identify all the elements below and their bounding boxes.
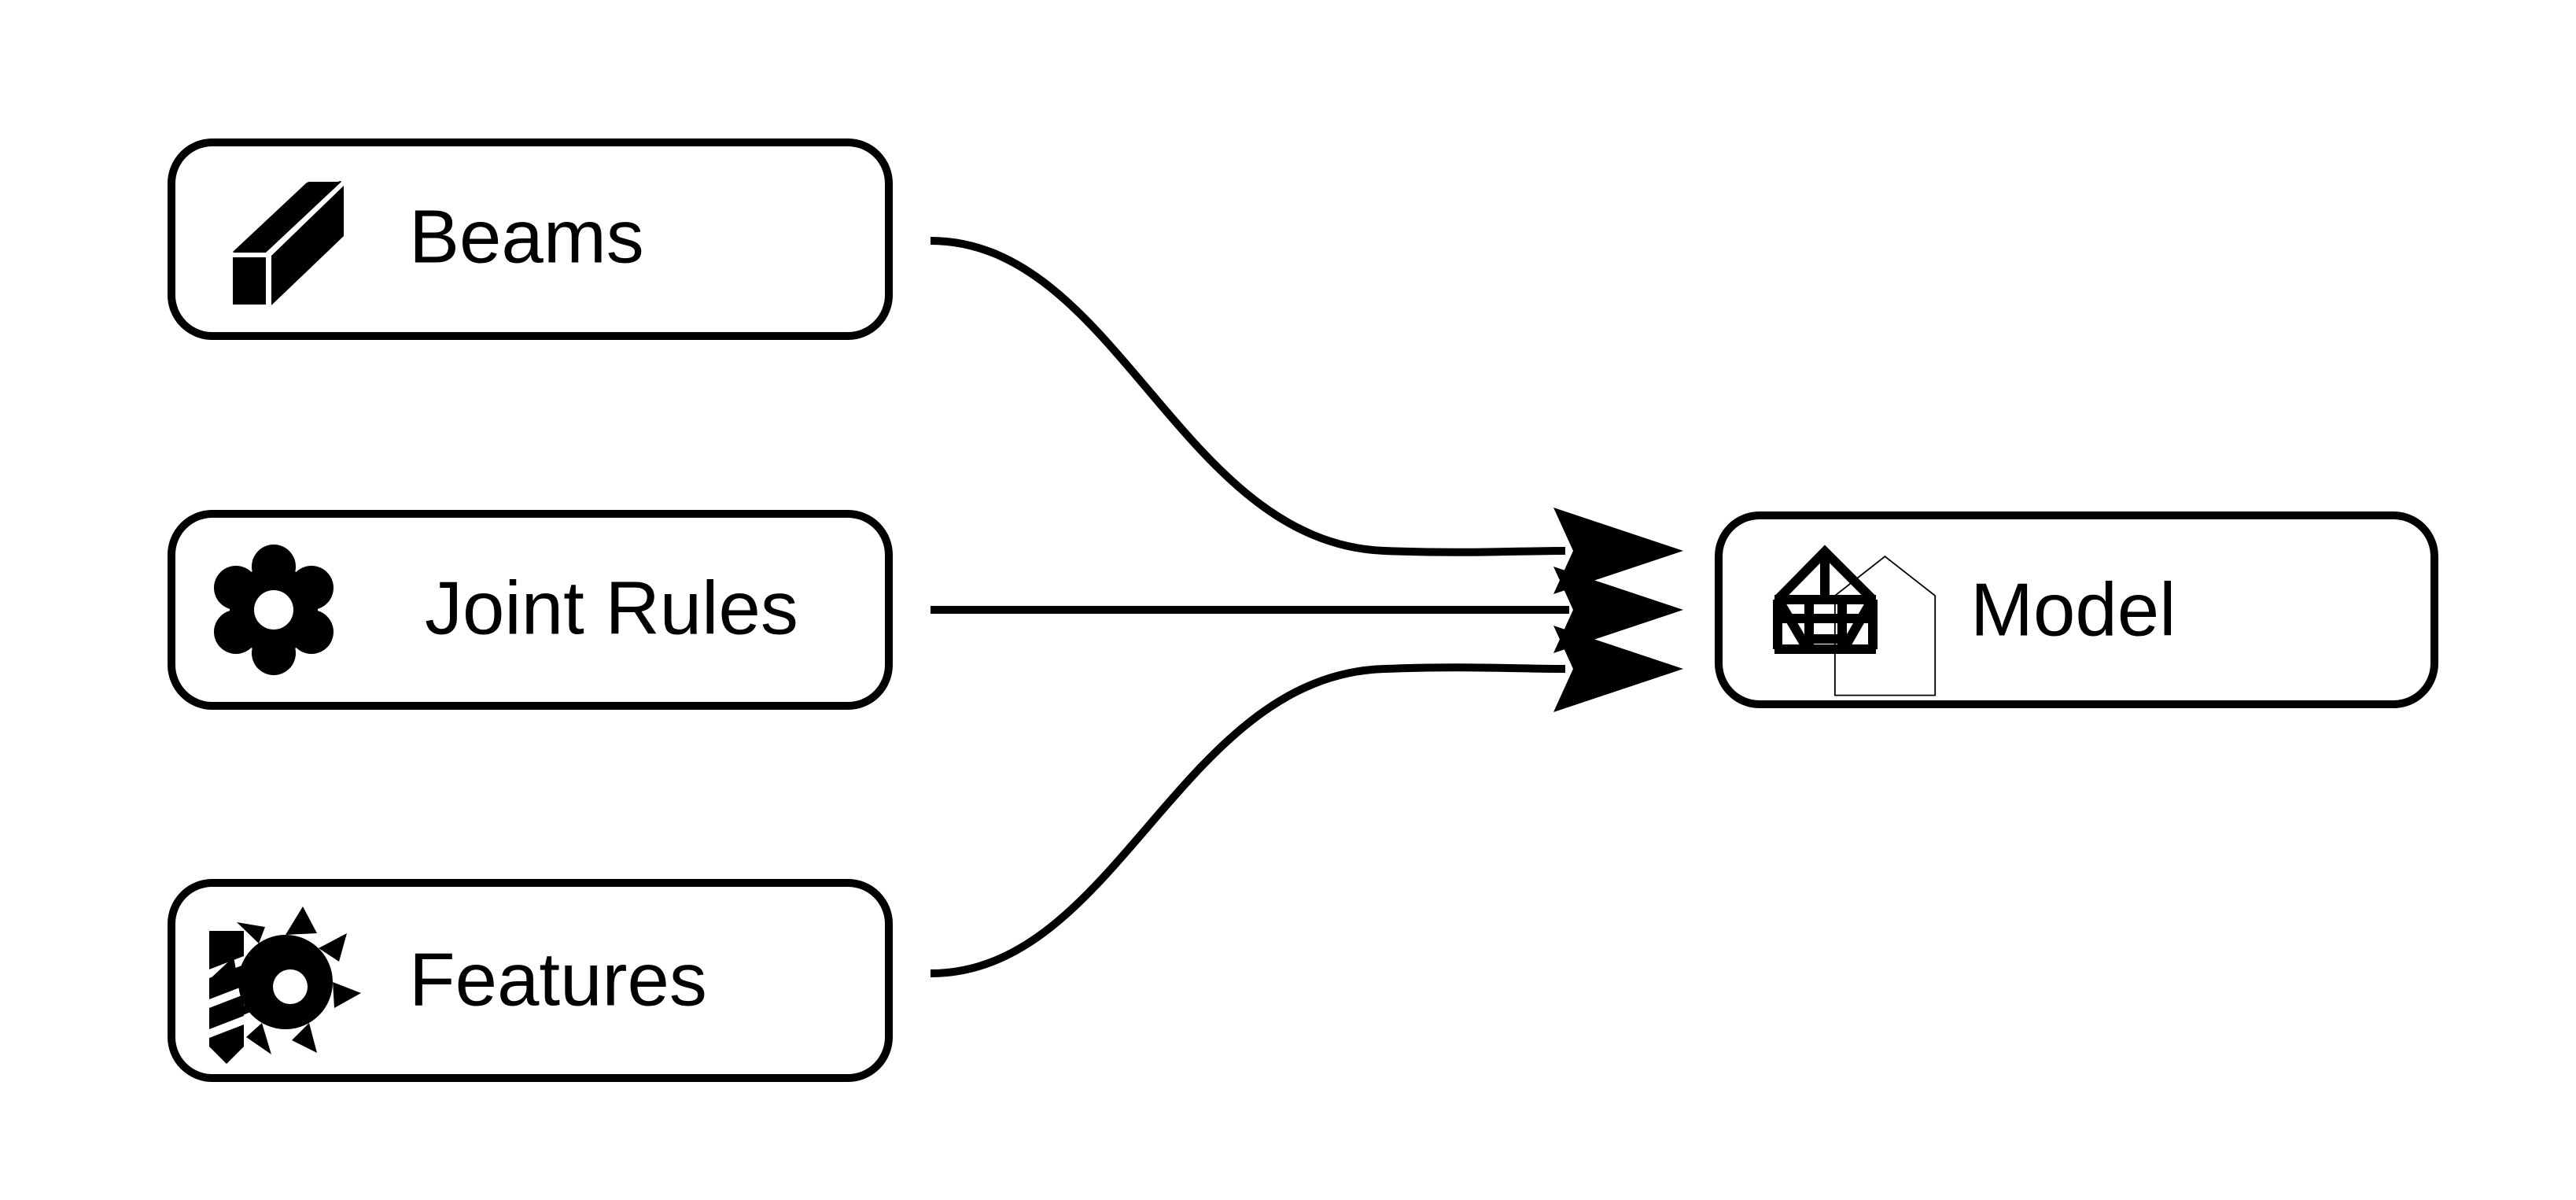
edge-layer	[930, 237, 1683, 977]
edge-features-to-model[interactable]	[930, 626, 1683, 977]
node-beams-box[interactable]	[168, 138, 893, 340]
edge-beams-to-model[interactable]	[930, 237, 1683, 594]
beam-3d-icon	[233, 181, 344, 305]
house-frame-lines	[1773, 545, 1878, 654]
node-features-box[interactable]	[168, 879, 893, 1082]
node-beams[interactable]: Beams	[168, 138, 893, 340]
edge-joint-rules-to-model[interactable]	[931, 567, 1683, 653]
node-joint-rules[interactable]: Joint Rules	[168, 510, 893, 710]
edge-joint-rules-to-model-arrowhead	[1553, 567, 1683, 653]
node-features-label: Features	[409, 937, 707, 1021]
drill-bit-icon	[209, 931, 244, 1064]
edge-beams-to-model-line	[930, 237, 1566, 556]
node-joint-rules-box[interactable]	[168, 510, 893, 710]
edge-features-to-model-arrowhead	[1553, 626, 1683, 712]
node-model-box[interactable]	[1715, 511, 2438, 708]
gear-icon	[214, 545, 334, 675]
node-model-label: Model	[1970, 567, 2176, 652]
node-beams-label: Beams	[409, 194, 644, 279]
node-features[interactable]: Features	[168, 879, 893, 1082]
node-model[interactable]: Model	[1715, 511, 2438, 708]
timber-frame-house-icon	[1833, 555, 1937, 696]
saw-blade-icon	[210, 906, 361, 1054]
node-joint-rules-label: Joint Rules	[425, 566, 798, 650]
edge-features-to-model-line	[930, 663, 1566, 977]
edge-beams-to-model-arrowhead	[1553, 508, 1683, 594]
